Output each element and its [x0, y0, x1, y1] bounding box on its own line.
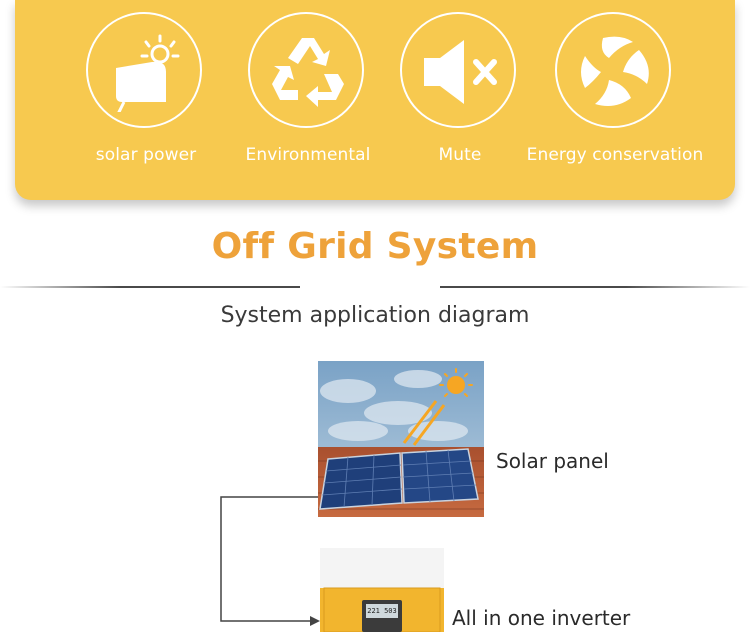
inverter-image: 221 503	[320, 548, 444, 632]
title-divider-right	[440, 286, 750, 288]
leaf-cycle-icon	[581, 36, 649, 106]
mute-speaker-icon	[424, 40, 497, 104]
inverter-label: All in one inverter	[452, 606, 631, 630]
recycle-icon	[272, 38, 344, 107]
feature-label: Energy conservation	[526, 145, 704, 165]
inverter-display: 221 503	[367, 607, 397, 615]
feature-solar-power: solar power	[71, 12, 221, 197]
feature-label: Mute	[438, 145, 482, 165]
feature-environmental: Environmental	[233, 12, 383, 197]
feature-energy-conservation: Energy conservation	[527, 12, 703, 197]
feature-circle	[555, 12, 671, 128]
feature-mute: Mute	[385, 12, 535, 197]
solar-panel-label: Solar panel	[496, 449, 609, 473]
feature-label: solar power	[95, 145, 197, 165]
diagram-subtitle: System application diagram	[220, 303, 530, 328]
feature-banner: solar power Environmental Mute	[15, 0, 735, 200]
solar-panel-icon	[116, 34, 180, 112]
arrow-head-icon	[310, 616, 320, 626]
feature-label: Environmental	[245, 145, 371, 165]
solar-panel-image	[318, 361, 484, 517]
feature-circle	[86, 12, 202, 128]
feature-circle	[400, 12, 516, 128]
section-title: Off Grid System	[211, 226, 539, 267]
title-divider-left	[0, 286, 300, 288]
feature-circle	[248, 12, 364, 128]
